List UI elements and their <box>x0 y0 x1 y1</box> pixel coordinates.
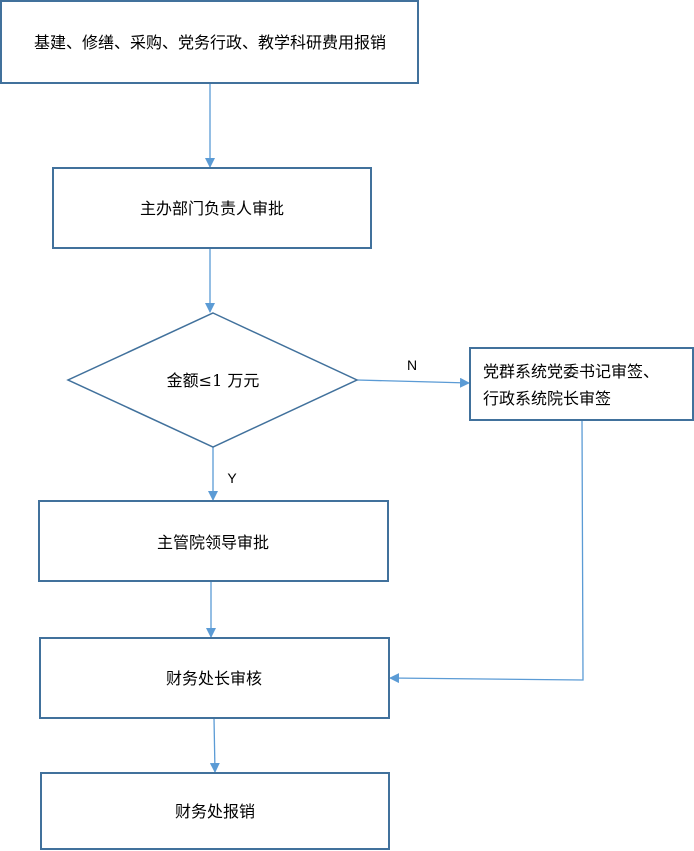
node-finance-label: 财务处报销 <box>175 802 255 821</box>
node-start-label: 基建、修缮、采购、党务行政、教学科研费用报销 <box>34 33 386 52</box>
edge-label-yes: Y <box>227 470 237 486</box>
node-decision: 金额≤1 万元 <box>66 312 359 448</box>
node-secretary-label-1: 党群系统党委书记审签、 <box>483 362 659 381</box>
node-finance-head-label: 财务处长审核 <box>166 669 262 688</box>
node-leader: 主管院领导审批 <box>38 500 389 582</box>
node-secretary: 党群系统党委书记审签、 行政系统院长审签 <box>469 347 694 421</box>
node-leader-label: 主管院领导审批 <box>157 533 269 552</box>
node-dept-head-label: 主办部门负责人审批 <box>140 199 284 218</box>
node-start: 基建、修缮、采购、党务行政、教学科研费用报销 <box>0 0 419 84</box>
node-finance: 财务处报销 <box>40 772 390 850</box>
arrow-finance-head-to-finance <box>209 717 220 773</box>
node-dept-head: 主办部门负责人审批 <box>52 167 372 249</box>
edge-label-no: N <box>407 357 417 373</box>
arrow-secretary-to-finance-head <box>389 419 584 684</box>
node-secretary-label-2: 行政系统院长审签 <box>483 389 611 408</box>
node-finance-head: 财务处长审核 <box>39 637 390 719</box>
node-decision-label: 金额≤1 万元 <box>167 371 260 390</box>
arrow-decision-no <box>356 377 470 388</box>
